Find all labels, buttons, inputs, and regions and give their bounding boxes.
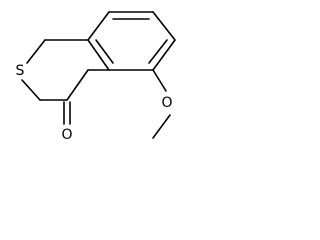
bond-ring-methoxy-o <box>152 69 167 92</box>
structure-canvas: S O O <box>0 0 191 151</box>
atom-label-sulfur: S <box>16 63 25 79</box>
bond-methoxy-o-ch3 <box>152 114 171 139</box>
bond-aromatic-inner-left <box>95 39 114 64</box>
atom-label-methoxy-oxygen: O <box>161 95 172 111</box>
bond-carbonyl-c5 <box>66 69 89 101</box>
atom-label-carbonyl-oxygen: O <box>61 127 72 143</box>
bond-aromatic-inner-right <box>148 39 168 64</box>
molecule-diagram: S O O <box>16 11 176 143</box>
bond-ch2-sulfur <box>26 39 46 64</box>
bond-ring-c5-c6 <box>87 39 110 71</box>
bond-ring-c3-c4 <box>152 39 176 71</box>
bond-ring-c2-c3 <box>152 11 176 41</box>
bond-ring-c6-c1 <box>87 11 110 41</box>
bond-sulfur-ch2 <box>21 79 41 101</box>
